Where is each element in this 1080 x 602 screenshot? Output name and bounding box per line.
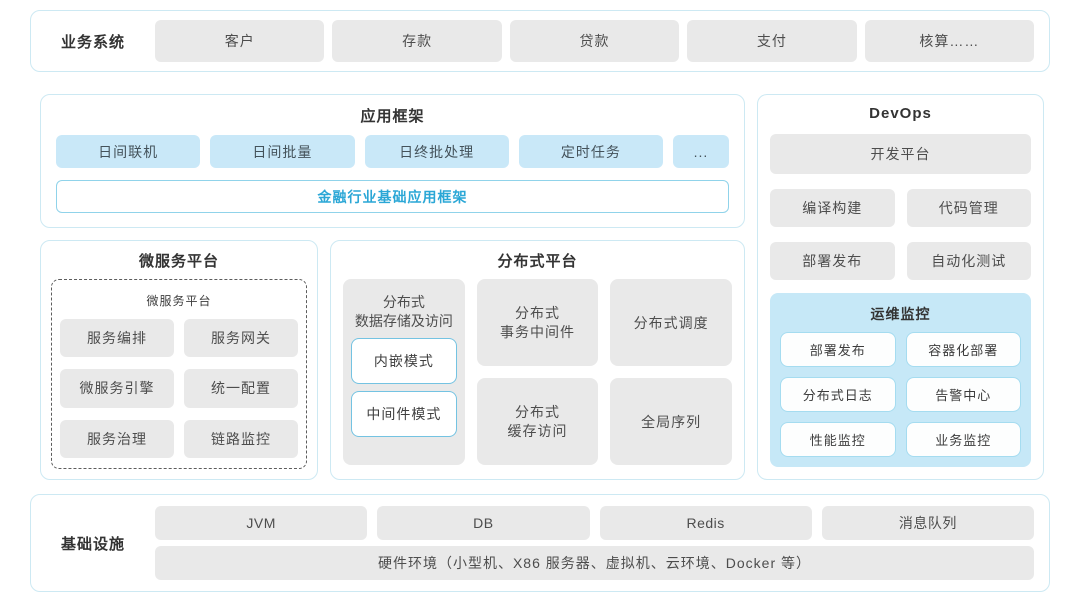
distributed-platform-title: 分布式平台 xyxy=(497,253,578,270)
microservice-inner-title: 微服务平台 xyxy=(146,294,212,308)
block-distributed-transaction: 分布式 事务中间件 xyxy=(476,279,599,366)
block-unified-config: 统一配置 xyxy=(184,369,298,408)
block-distributed-storage: 分布式 数据存储及访问 内嵌模式 中间件模式 xyxy=(343,279,465,465)
app-framework-title: 应用框架 xyxy=(360,108,425,125)
block-daytime-online: 日间联机 xyxy=(56,135,201,168)
devops-row-2: 部署发布 自动化测试 xyxy=(770,242,1031,280)
block-code-management: 代码管理 xyxy=(906,189,1031,227)
block-distributed-scheduling: 分布式调度 xyxy=(610,279,732,366)
business-systems-section: 业务系统 客户 存款 贷款 支付 核算…… xyxy=(30,10,1050,72)
microservice-inner-box: 微服务平台 服务编排 服务网关 微服务引擎 统一配置 服务治理 链路监控 xyxy=(51,279,307,469)
block-global-sequence: 全局序列 xyxy=(610,378,732,465)
block-service-gateway: 服务网关 xyxy=(184,319,298,358)
block-loan: 贷款 xyxy=(509,20,680,62)
devops-row-1: 编译构建 代码管理 xyxy=(770,189,1031,227)
microservice-platform-title: 微服务平台 xyxy=(138,253,219,270)
microservice-platform-section: 微服务平台 微服务平台 服务编排 服务网关 微服务引擎 统一配置 服务治理 链路… xyxy=(40,240,318,480)
distributed-blocks: 分布式 数据存储及访问 内嵌模式 中间件模式 分布式 事务中间件 分布式 缓存访… xyxy=(343,279,732,465)
block-deploy-release: 部署发布 xyxy=(770,242,895,280)
block-distributed-logs: 分布式日志 xyxy=(780,377,896,412)
infrastructure-section: 基础设施 JVM DB Redis 消息队列 硬件环境（小型机、X86 服务器、… xyxy=(30,494,1050,592)
devops-title: DevOps xyxy=(869,105,932,122)
block-scheduled-tasks: 定时任务 xyxy=(518,135,663,168)
block-alert-center: 告警中心 xyxy=(905,377,1021,412)
block-daytime-batch: 日间批量 xyxy=(210,135,355,168)
block-middleware-mode: 中间件模式 xyxy=(351,390,457,437)
distributed-storage-label: 分布式 数据存储及访问 xyxy=(354,294,453,329)
block-eod-batch: 日终批处理 xyxy=(364,135,509,168)
block-embedded-mode: 内嵌模式 xyxy=(351,337,457,384)
distributed-col-2: 分布式 事务中间件 分布式 缓存访问 xyxy=(476,279,599,465)
microservice-blocks: 服务编排 服务网关 微服务引擎 统一配置 服务治理 链路监控 xyxy=(60,319,298,458)
finance-base-framework-bar: 金融行业基础应用框架 xyxy=(56,180,729,213)
block-ellipsis: ... xyxy=(673,135,729,168)
block-db: DB xyxy=(377,506,590,540)
block-container-deploy: 容器化部署 xyxy=(905,332,1021,367)
block-build-compile: 编译构建 xyxy=(770,189,895,227)
business-systems-blocks: 客户 存款 贷款 支付 核算…… xyxy=(155,20,1035,62)
business-systems-label: 业务系统 xyxy=(60,33,125,51)
app-framework-section: 应用框架 日间联机 日间批量 日终批处理 定时任务 ... 金融行业基础应用框架 xyxy=(40,94,745,228)
infrastructure-label: 基础设施 xyxy=(60,535,125,553)
infrastructure-blocks: JVM DB Redis 消息队列 硬件环境（小型机、X86 服务器、虚拟机、云… xyxy=(155,506,1034,580)
block-dev-platform: 开发平台 xyxy=(770,134,1031,174)
devops-section: DevOps 开发平台 编译构建 代码管理 部署发布 自动化测试 运维监控 部署… xyxy=(757,94,1044,480)
block-performance-monitoring: 性能监控 xyxy=(780,422,896,457)
block-message-queue: 消息队列 xyxy=(821,506,1034,540)
block-redis: Redis xyxy=(599,506,812,540)
ops-monitoring-panel: 运维监控 部署发布 容器化部署 分布式日志 告警中心 性能监控 业务监控 xyxy=(770,293,1031,467)
block-hardware-environment: 硬件环境（小型机、X86 服务器、虚拟机、云环境、Docker 等） xyxy=(155,546,1034,580)
block-accounting: 核算…… xyxy=(864,20,1035,62)
block-service-orchestration: 服务编排 xyxy=(60,319,174,358)
block-ops-deploy-release: 部署发布 xyxy=(780,332,896,367)
block-payment: 支付 xyxy=(687,20,857,62)
ops-monitoring-title: 运维监控 xyxy=(870,306,931,322)
app-framework-blocks: 日间联机 日间批量 日终批处理 定时任务 ... xyxy=(56,135,729,168)
infrastructure-row-1: JVM DB Redis 消息队列 xyxy=(155,506,1034,540)
distributed-platform-section: 分布式平台 分布式 数据存储及访问 内嵌模式 中间件模式 分布式 事务中间件 分… xyxy=(330,240,745,480)
block-jvm: JVM xyxy=(155,506,368,540)
block-distributed-cache: 分布式 缓存访问 xyxy=(476,378,599,465)
block-customer: 客户 xyxy=(155,20,325,62)
block-business-monitoring: 业务监控 xyxy=(905,422,1021,457)
block-automated-testing: 自动化测试 xyxy=(906,242,1031,280)
block-deposit: 存款 xyxy=(332,20,502,62)
block-trace-monitoring: 链路监控 xyxy=(184,419,298,458)
distributed-col-3: 分布式调度 全局序列 xyxy=(610,279,732,465)
ops-monitoring-blocks: 部署发布 容器化部署 分布式日志 告警中心 性能监控 业务监控 xyxy=(780,332,1021,457)
block-service-governance: 服务治理 xyxy=(60,419,174,458)
block-microservice-engine: 微服务引擎 xyxy=(60,369,174,408)
